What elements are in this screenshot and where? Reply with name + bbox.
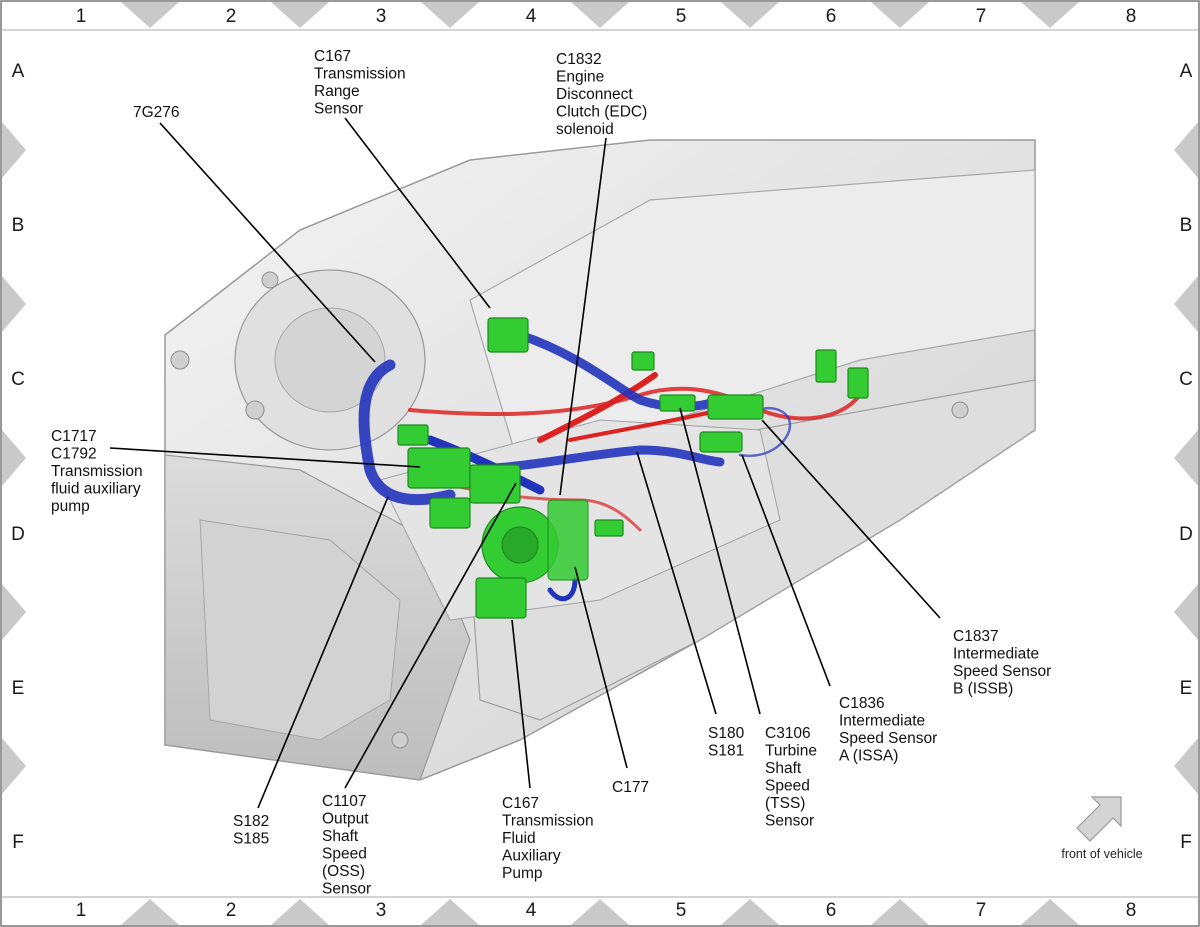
leader-c1832 [559, 137, 607, 496]
grid-row-label: F [1180, 832, 1192, 853]
leader-c1717 [109, 447, 421, 468]
leader-c1837 [761, 419, 941, 619]
grid-row-label: A [1180, 61, 1193, 82]
leader-lines [109, 117, 941, 809]
grid-row-label: A [12, 61, 25, 82]
blue-wire [515, 330, 725, 412]
callouts: C167 Transmission Range Sensor C1832 Eng… [51, 48, 1056, 898]
connector-issa [699, 431, 743, 453]
bolt [951, 401, 969, 419]
leader-c167-tfap [511, 619, 531, 789]
callout-c1717: C1717 C1792 Transmission fluid auxiliary… [51, 428, 147, 515]
blue-wire [738, 406, 792, 458]
grid-col-label: 6 [826, 6, 837, 27]
connector-right [594, 519, 624, 537]
grid-col-label: 8 [1126, 900, 1137, 921]
grid-col-label: 6 [826, 900, 837, 921]
callout-c167-trs: C167 Transmission Range Sensor [314, 48, 410, 118]
leader-7g276 [159, 122, 376, 363]
callout-c1107: C1107 Output Shaft Speed (OSS) Sensor [322, 793, 373, 898]
grid-row-label: C [11, 369, 25, 390]
connector-top [631, 351, 655, 371]
border-triangles-left [2, 122, 26, 794]
connector-c1717 [397, 424, 429, 446]
callout-c1837: C1837 Intermediate Speed Sensor B (ISSB) [953, 628, 1056, 698]
connector-c1837 [815, 349, 837, 383]
callout-c1836: C1836 Intermediate Speed Sensor A (ISSA) [839, 695, 942, 765]
red-wire [568, 408, 722, 442]
grid-col-label: 5 [676, 6, 687, 27]
grid-col-labels-top: 1 2 3 4 5 6 7 8 [76, 6, 1137, 27]
callout-c167-tfap: C167 Transmission Fluid Auxiliary Pump [502, 795, 598, 882]
grid-col-label: 8 [1126, 6, 1137, 27]
border-triangles-right [1174, 122, 1198, 794]
connector-s182 [429, 497, 471, 529]
callout-c1832: C1832 Engine Disconnect Clutch (EDC) sol… [556, 51, 652, 138]
grid-col-label: 1 [76, 6, 87, 27]
bolt [245, 400, 265, 420]
grid-col-labels-bottom: 1 2 3 4 5 6 7 8 [76, 900, 1137, 921]
callout-7g276: 7G276 [133, 104, 180, 121]
bolt [261, 271, 279, 289]
grid-row-label: E [1180, 678, 1193, 699]
grid-col-label: 7 [976, 900, 987, 921]
blue-wire [547, 577, 578, 602]
harness-blue [358, 330, 792, 602]
grid-row-label: D [11, 524, 25, 545]
callout-s180: S180 S181 [708, 725, 749, 760]
leader-s182 [257, 496, 389, 809]
grid-col-label: 5 [676, 900, 687, 921]
callout-c3106: C3106 Turbine Shaft Speed (TSS) Sensor [765, 725, 821, 830]
leader-c1836 [741, 454, 831, 687]
border-triangles-top [121, 2, 1079, 28]
grid-row-labels-left: A B C D E F [11, 61, 25, 853]
leader-c167-trs [344, 117, 491, 309]
bolt [391, 731, 409, 749]
grid-col-label: 2 [226, 900, 237, 921]
leader-c3106 [679, 407, 761, 715]
grid-row-label: E [12, 678, 25, 699]
leader-c1107 [344, 482, 517, 789]
connector-c1837-b [847, 367, 869, 399]
grid-row-label: B [12, 215, 25, 236]
grid-col-label: 1 [76, 900, 87, 921]
grid-row-label: F [12, 832, 24, 853]
connector-c177 [547, 499, 589, 581]
grid-col-label: 3 [376, 6, 387, 27]
leader-c177 [574, 566, 628, 769]
callout-s182: S182 S185 [233, 813, 274, 848]
grid-row-label: B [1180, 215, 1193, 236]
grid-col-label: 2 [226, 6, 237, 27]
front-of-vehicle-indicator: front of vehicle [1061, 796, 1143, 861]
leader-s180 [636, 451, 717, 715]
grid-col-label: 7 [976, 6, 987, 27]
grid-row-label: C [1179, 369, 1193, 390]
connector-aux-pump [475, 577, 527, 619]
bolt [170, 350, 190, 370]
bell-housing-inner [199, 519, 401, 741]
connector-c167-trs [487, 317, 529, 353]
blue-wire [425, 435, 545, 495]
red-wire [408, 386, 862, 421]
arrow-up-right-icon [1076, 796, 1122, 842]
grid-row-label: D [1179, 524, 1193, 545]
grid-row-labels-right: A B C D E F [1179, 61, 1193, 853]
grid-col-label: 4 [526, 900, 537, 921]
edc-solenoid-hub [501, 526, 539, 564]
red-wire [537, 372, 658, 443]
connector-c1836 [659, 394, 696, 412]
border-triangles-bottom [121, 899, 1079, 925]
front-housing-inner [274, 307, 386, 413]
grid-col-label: 4 [526, 6, 537, 27]
connector-c1107 [469, 464, 521, 504]
grid-col-label: 3 [376, 900, 387, 921]
blue-wire [358, 359, 456, 506]
callout-c177: C177 [612, 779, 649, 796]
connector-c1792 [407, 447, 471, 489]
front-of-vehicle-label: front of vehicle [1061, 847, 1142, 861]
connector-tss [707, 394, 764, 420]
